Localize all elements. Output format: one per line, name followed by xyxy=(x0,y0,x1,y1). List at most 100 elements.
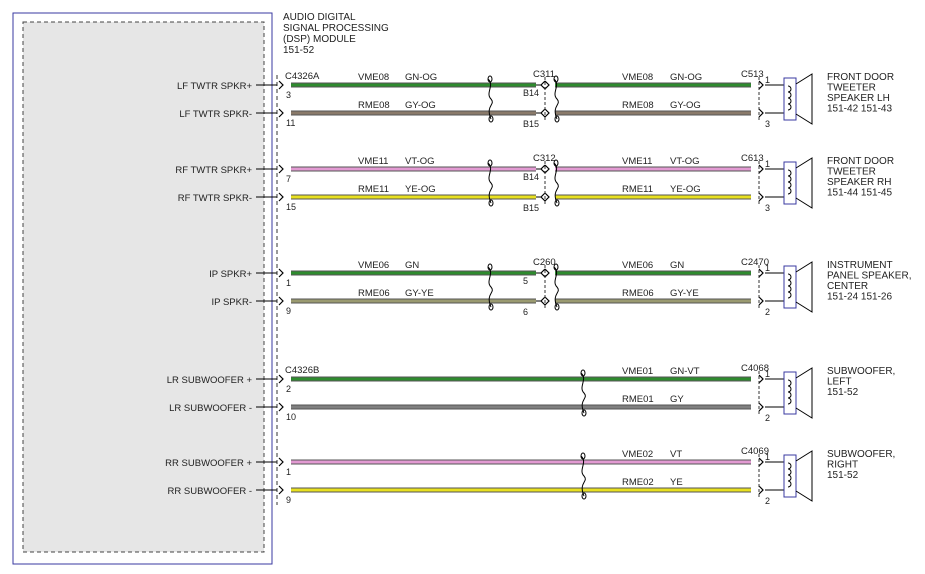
far-connector-id: C4068 xyxy=(741,363,769,374)
dsp-module-box xyxy=(12,12,273,565)
speaker-symbol-cone xyxy=(795,261,813,313)
speaker-symbol-cone xyxy=(795,367,813,419)
module-pin-arrow xyxy=(278,374,284,384)
twisted-pair-marker-a xyxy=(487,78,493,120)
twisted-pair-marker-a-loop-bottom xyxy=(488,303,494,311)
wire-color-b: YE-OG xyxy=(670,184,701,195)
twisted-pair-marker-a-loop-bottom xyxy=(488,115,494,123)
speaker-name-line-2: RIGHT xyxy=(827,460,858,471)
module-ref: 151-52 xyxy=(283,45,315,56)
far-pin-arrow xyxy=(758,192,764,202)
wire-color-a: GN xyxy=(405,260,419,271)
module-pin-number: 7 xyxy=(286,174,291,184)
inline-arrow-right xyxy=(544,108,550,118)
far-pin-number: 1 xyxy=(765,452,770,462)
pin-label: RR SUBWOOFER + xyxy=(165,458,252,469)
twisted-pair-marker-b-loop-bottom xyxy=(554,199,560,207)
module-pin-number: 10 xyxy=(286,412,296,422)
inline-arrow-left xyxy=(540,268,546,278)
circuit-id-b: RME01 xyxy=(622,394,654,405)
twisted-pair-marker-a xyxy=(487,162,493,204)
circuit-id-b: RME02 xyxy=(622,477,654,488)
wire-color-b: GN-OG xyxy=(670,72,702,83)
circuit-id-a: RME11 xyxy=(358,184,389,195)
twisted-pair-marker-b-loop-top xyxy=(553,75,559,83)
wire-color-b: YE xyxy=(670,477,683,488)
inline-arrow-left xyxy=(540,192,546,202)
speaker-refs: 151-24 151-26 xyxy=(827,292,892,303)
inline-arrow-left xyxy=(540,80,546,90)
far-pin-arrow xyxy=(758,374,764,384)
inline-arrow-right xyxy=(544,164,550,174)
speaker-symbol-coil xyxy=(787,462,792,488)
far-pin-arrow xyxy=(758,80,764,90)
wire-color-b: VT xyxy=(670,449,682,460)
wire-color-b: GN xyxy=(670,260,684,271)
far-pin-arrow xyxy=(758,402,764,412)
module-pin-arrow xyxy=(278,80,284,90)
far-connector-id: C513 xyxy=(741,69,764,80)
module-pin-arrow xyxy=(278,485,284,495)
far-pin-arrow xyxy=(758,164,764,174)
pin-label: IP SPKR- xyxy=(212,297,252,308)
far-pin-arrow xyxy=(758,457,764,467)
inline-connector-id: C260 xyxy=(533,257,556,268)
wire-color-b: GY-YE xyxy=(670,288,699,299)
twisted-pair-marker-a xyxy=(487,266,493,308)
inline-pin-number: B14 xyxy=(523,88,539,98)
twisted-pair-marker-loop-bottom xyxy=(581,409,587,417)
speaker-name-line-1: INSTRUMENT xyxy=(827,260,893,271)
far-pin-number: 3 xyxy=(765,119,770,129)
module-pin-number: 9 xyxy=(286,495,291,505)
circuit-id-b: VME02 xyxy=(622,449,653,460)
pin-label: LR SUBWOOFER - xyxy=(169,403,252,414)
inline-arrow-right xyxy=(544,192,550,202)
wire-color-a: GY-YE xyxy=(405,288,434,299)
twisted-pair-marker-a-loop-top xyxy=(487,75,493,83)
wire-color-a: GY-OG xyxy=(405,100,436,111)
module-title-line-2: SIGNAL PROCESSING xyxy=(283,23,389,34)
twisted-pair-marker-a-loop-bottom xyxy=(488,199,494,207)
speaker-refs: 151-44 151-45 xyxy=(827,188,892,199)
circuit-id-a: RME06 xyxy=(358,288,390,299)
inline-pin-number: B15 xyxy=(523,119,539,129)
speaker-symbol-coil xyxy=(787,273,792,299)
circuit-id-a: VME08 xyxy=(358,72,389,83)
circuit-id-b: RME06 xyxy=(622,288,654,299)
far-connector-id: C4069 xyxy=(741,446,769,457)
connector-c4326a: C4326A xyxy=(285,71,320,82)
far-pin-number: 1 xyxy=(765,75,770,85)
pin-label: IP SPKR+ xyxy=(209,269,252,280)
module-pin-arrow xyxy=(278,457,284,467)
speaker-symbol-cone xyxy=(795,157,813,209)
inline-pin-number: B14 xyxy=(523,172,539,182)
far-pin-number: 1 xyxy=(765,159,770,169)
far-pin-arrow xyxy=(758,296,764,306)
circuit-id-b: VME06 xyxy=(622,260,653,271)
twisted-pair-marker-loop-top xyxy=(580,369,586,377)
inline-arrow-right xyxy=(544,296,550,306)
dsp-module-inner-box xyxy=(22,21,265,553)
module-pin-arrow xyxy=(278,192,284,202)
inline-arrow-right xyxy=(544,268,550,278)
inline-arrow-right xyxy=(544,80,550,90)
circuit-id-b: VME11 xyxy=(622,156,652,167)
speaker-name-line-1: FRONT DOOR xyxy=(827,72,894,83)
circuit-id-b: RME08 xyxy=(622,100,654,111)
far-pin-number: 3 xyxy=(765,203,770,213)
speaker-refs: 151-52 xyxy=(827,387,859,398)
module-pin-arrow xyxy=(278,164,284,174)
circuit-id-b: VME01 xyxy=(622,366,653,377)
twisted-pair-marker-a-loop-top xyxy=(487,263,493,271)
module-pin-arrow xyxy=(278,402,284,412)
inline-arrow-left xyxy=(540,164,546,174)
far-connector-id: C2470 xyxy=(741,257,769,268)
speaker-name-line-3: SPEAKER LH xyxy=(827,93,890,104)
inline-connector-id: C312 xyxy=(533,153,556,164)
module-pin-number: 9 xyxy=(286,306,291,316)
